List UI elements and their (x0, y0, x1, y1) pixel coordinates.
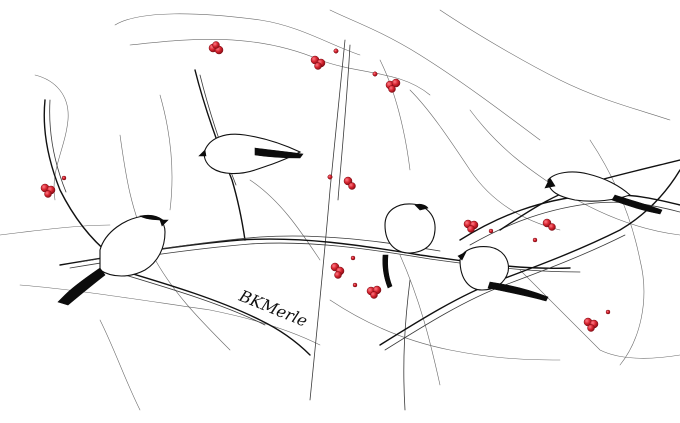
berries-top-right (372, 71, 401, 93)
berries-lower-middle-2 (352, 282, 382, 299)
artist-signature: BKMerle (236, 286, 311, 331)
signature-text: BKMerle (236, 286, 311, 331)
berries-right-center (463, 219, 494, 234)
berries-lower-right (583, 309, 611, 332)
bird-right (544, 171, 663, 215)
berries (40, 41, 611, 332)
berries-left (40, 175, 67, 198)
berries-right (532, 218, 556, 243)
berries-top-center (310, 48, 339, 70)
berries-middle (327, 174, 356, 190)
bird-center (382, 203, 436, 289)
bird-center-right (457, 246, 549, 302)
berries-lower-middle (330, 255, 356, 279)
vertical-stems (43, 39, 411, 411)
bird-left (57, 214, 169, 306)
bird-upper-left (198, 133, 304, 175)
berries-top-left (208, 41, 224, 55)
background-twigs (0, 9, 680, 411)
